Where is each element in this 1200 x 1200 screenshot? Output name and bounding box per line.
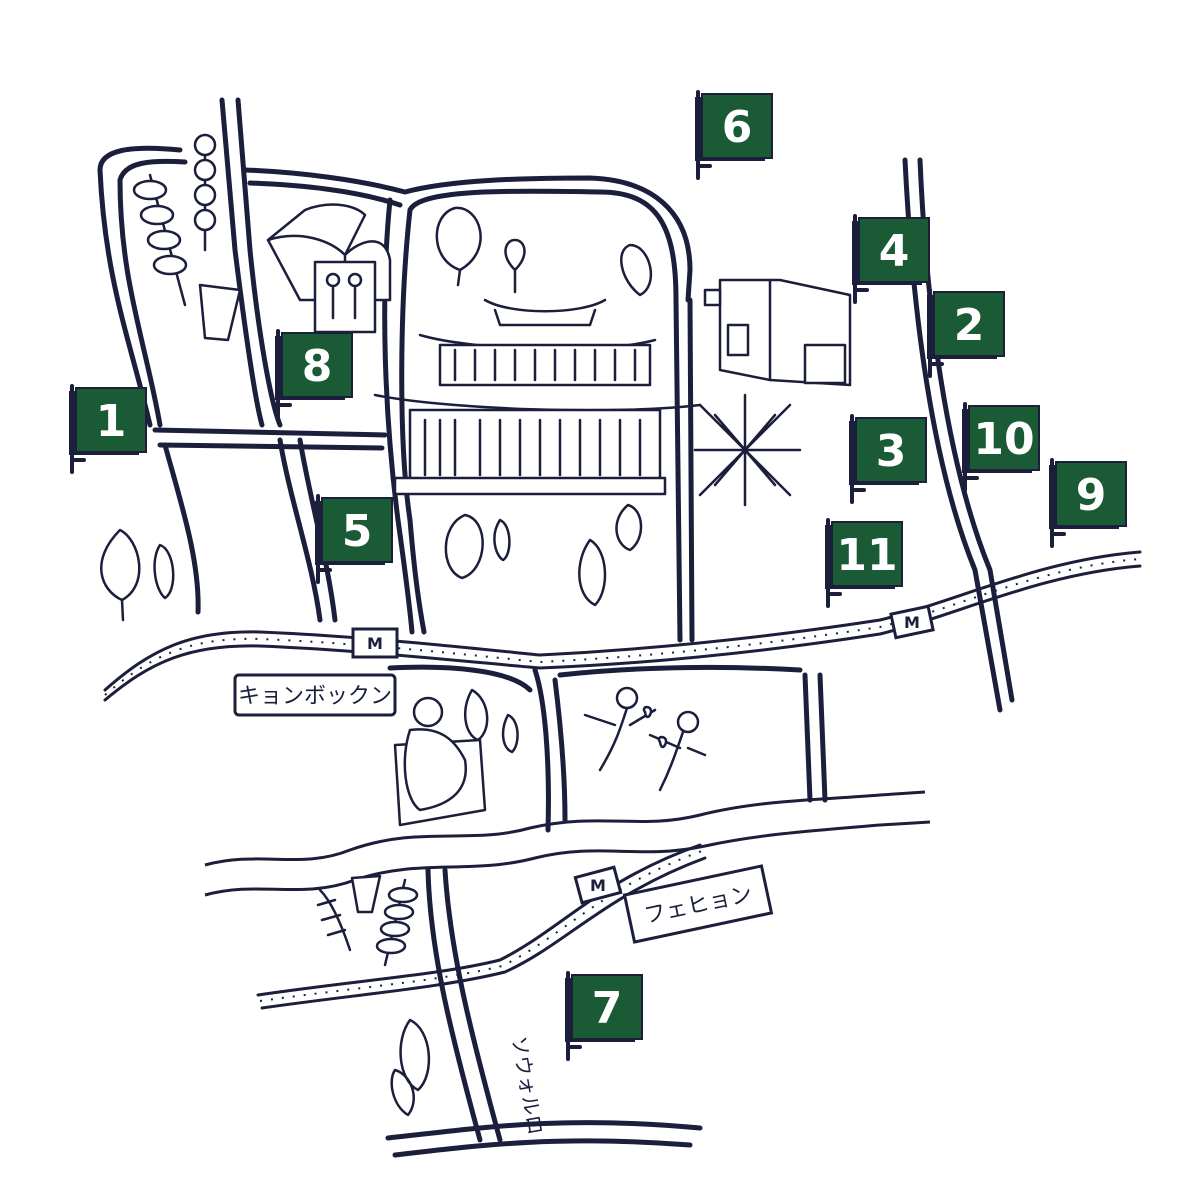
skewer-icon (132, 173, 188, 307)
roads (97, 97, 1015, 1158)
flag-marker-8[interactable]: 8 (275, 329, 353, 419)
flag-number: 5 (342, 506, 373, 557)
flag-marker-7[interactable]: 7 (565, 971, 643, 1061)
flag-body (1055, 461, 1127, 527)
station-label-gyeongbokgung: キョンボックン (238, 684, 392, 709)
flag-body (321, 497, 393, 563)
metro-symbol: M (904, 613, 920, 632)
king-statue-icon (393, 696, 487, 827)
flag-markers: 1 2 3 4 5 6 7 8 9 10 11 (69, 90, 1127, 1061)
flag-number: 4 (879, 226, 910, 277)
road-bottom (385, 1120, 703, 1141)
cup-icon (198, 283, 242, 342)
river (204, 790, 931, 897)
rail-line-2 (256, 843, 702, 997)
flag-number: 2 (954, 300, 985, 351)
flag-marker-1[interactable]: 1 (69, 384, 147, 474)
flag-number: 3 (876, 426, 907, 477)
station-gyeongbokgung[interactable]: M キョンボックン (233, 627, 399, 717)
road-left-block (97, 145, 183, 428)
flag-body (855, 417, 927, 483)
flag-body (701, 93, 773, 159)
flag-body (281, 332, 353, 398)
building-icon (703, 278, 852, 387)
flag-body (858, 217, 930, 283)
palace-icon (373, 298, 702, 496)
road-top (242, 167, 693, 303)
flag-marker-2[interactable]: 2 (927, 288, 1005, 378)
flag-number: 7 (592, 983, 623, 1034)
street-label-sowol-ro: ソウォルロ (507, 1034, 548, 1137)
people-sign-icon (313, 260, 377, 334)
flag-marker-4[interactable]: 4 (852, 214, 930, 304)
flag-number: 1 (96, 396, 127, 447)
flag-marker-6[interactable]: 6 (695, 90, 773, 180)
flag-marker-11[interactable]: 11 (825, 518, 903, 608)
firework-icon (693, 393, 802, 507)
metro-symbol: M (590, 876, 606, 895)
flag-body (571, 974, 643, 1040)
flag-body (75, 387, 147, 453)
flag-marker-3[interactable]: 3 (849, 414, 927, 504)
flag-marker-9[interactable]: 9 (1049, 458, 1127, 548)
station-hoehyeon[interactable]: M フェヒョン (573, 864, 774, 944)
cup-icon (350, 874, 382, 914)
flag-body (933, 291, 1005, 357)
dancers-icon (583, 686, 707, 792)
flag-number: 8 (302, 341, 333, 392)
rail-line-1 (103, 550, 1142, 692)
tree-icon (100, 206, 653, 1117)
railways (103, 550, 1142, 1010)
food-icon (316, 888, 352, 952)
road-vertical-west (219, 97, 265, 428)
flag-number: 11 (836, 530, 897, 581)
skewer-icon (375, 878, 419, 967)
road-sowol-ro (425, 867, 483, 1143)
flag-number: 9 (1076, 470, 1107, 521)
flag-number: 10 (973, 414, 1034, 465)
flag-marker-10[interactable]: 10 (962, 402, 1040, 492)
road-horizontal-mid (152, 427, 388, 438)
flag-body (968, 405, 1040, 471)
station-east[interactable]: M (889, 604, 935, 640)
metro-symbol: M (367, 634, 383, 653)
flag-marker-5[interactable]: 5 (315, 494, 393, 584)
flag-number: 6 (722, 102, 753, 153)
flag-body (831, 521, 903, 587)
skewer-icon (193, 133, 217, 252)
